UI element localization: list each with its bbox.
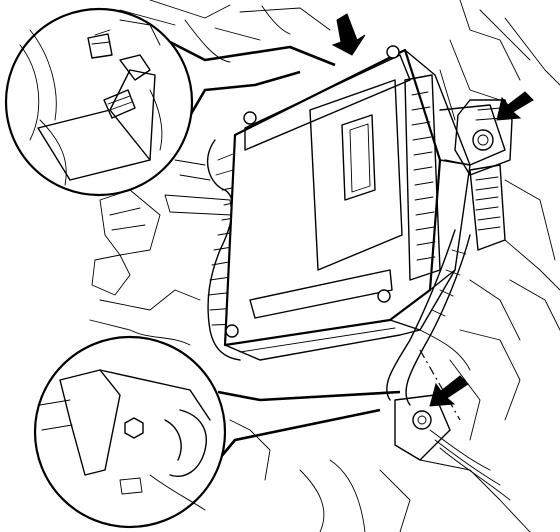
lower-bracket (386, 229, 511, 501)
lower-bracket-bolt (412, 410, 432, 430)
right-bracket-bolt (472, 129, 494, 151)
detail-inset-bolt (33, 335, 401, 529)
ecu-screw-top-left (243, 111, 257, 125)
hex-bolt-icon (124, 417, 144, 439)
ecu-unit (223, 45, 471, 361)
bolt-lower-arrow (429, 375, 469, 407)
bolt-right-arrow (496, 91, 534, 121)
ecu-screw-bottom-right (377, 289, 391, 303)
bolt-top-arrow (331, 13, 366, 56)
ecu-screw-top-right (386, 45, 400, 59)
ecu-screw-bottom-left (225, 324, 239, 338)
detail-inset-connector (4, 7, 336, 197)
right-mounting-bracket (439, 104, 506, 166)
